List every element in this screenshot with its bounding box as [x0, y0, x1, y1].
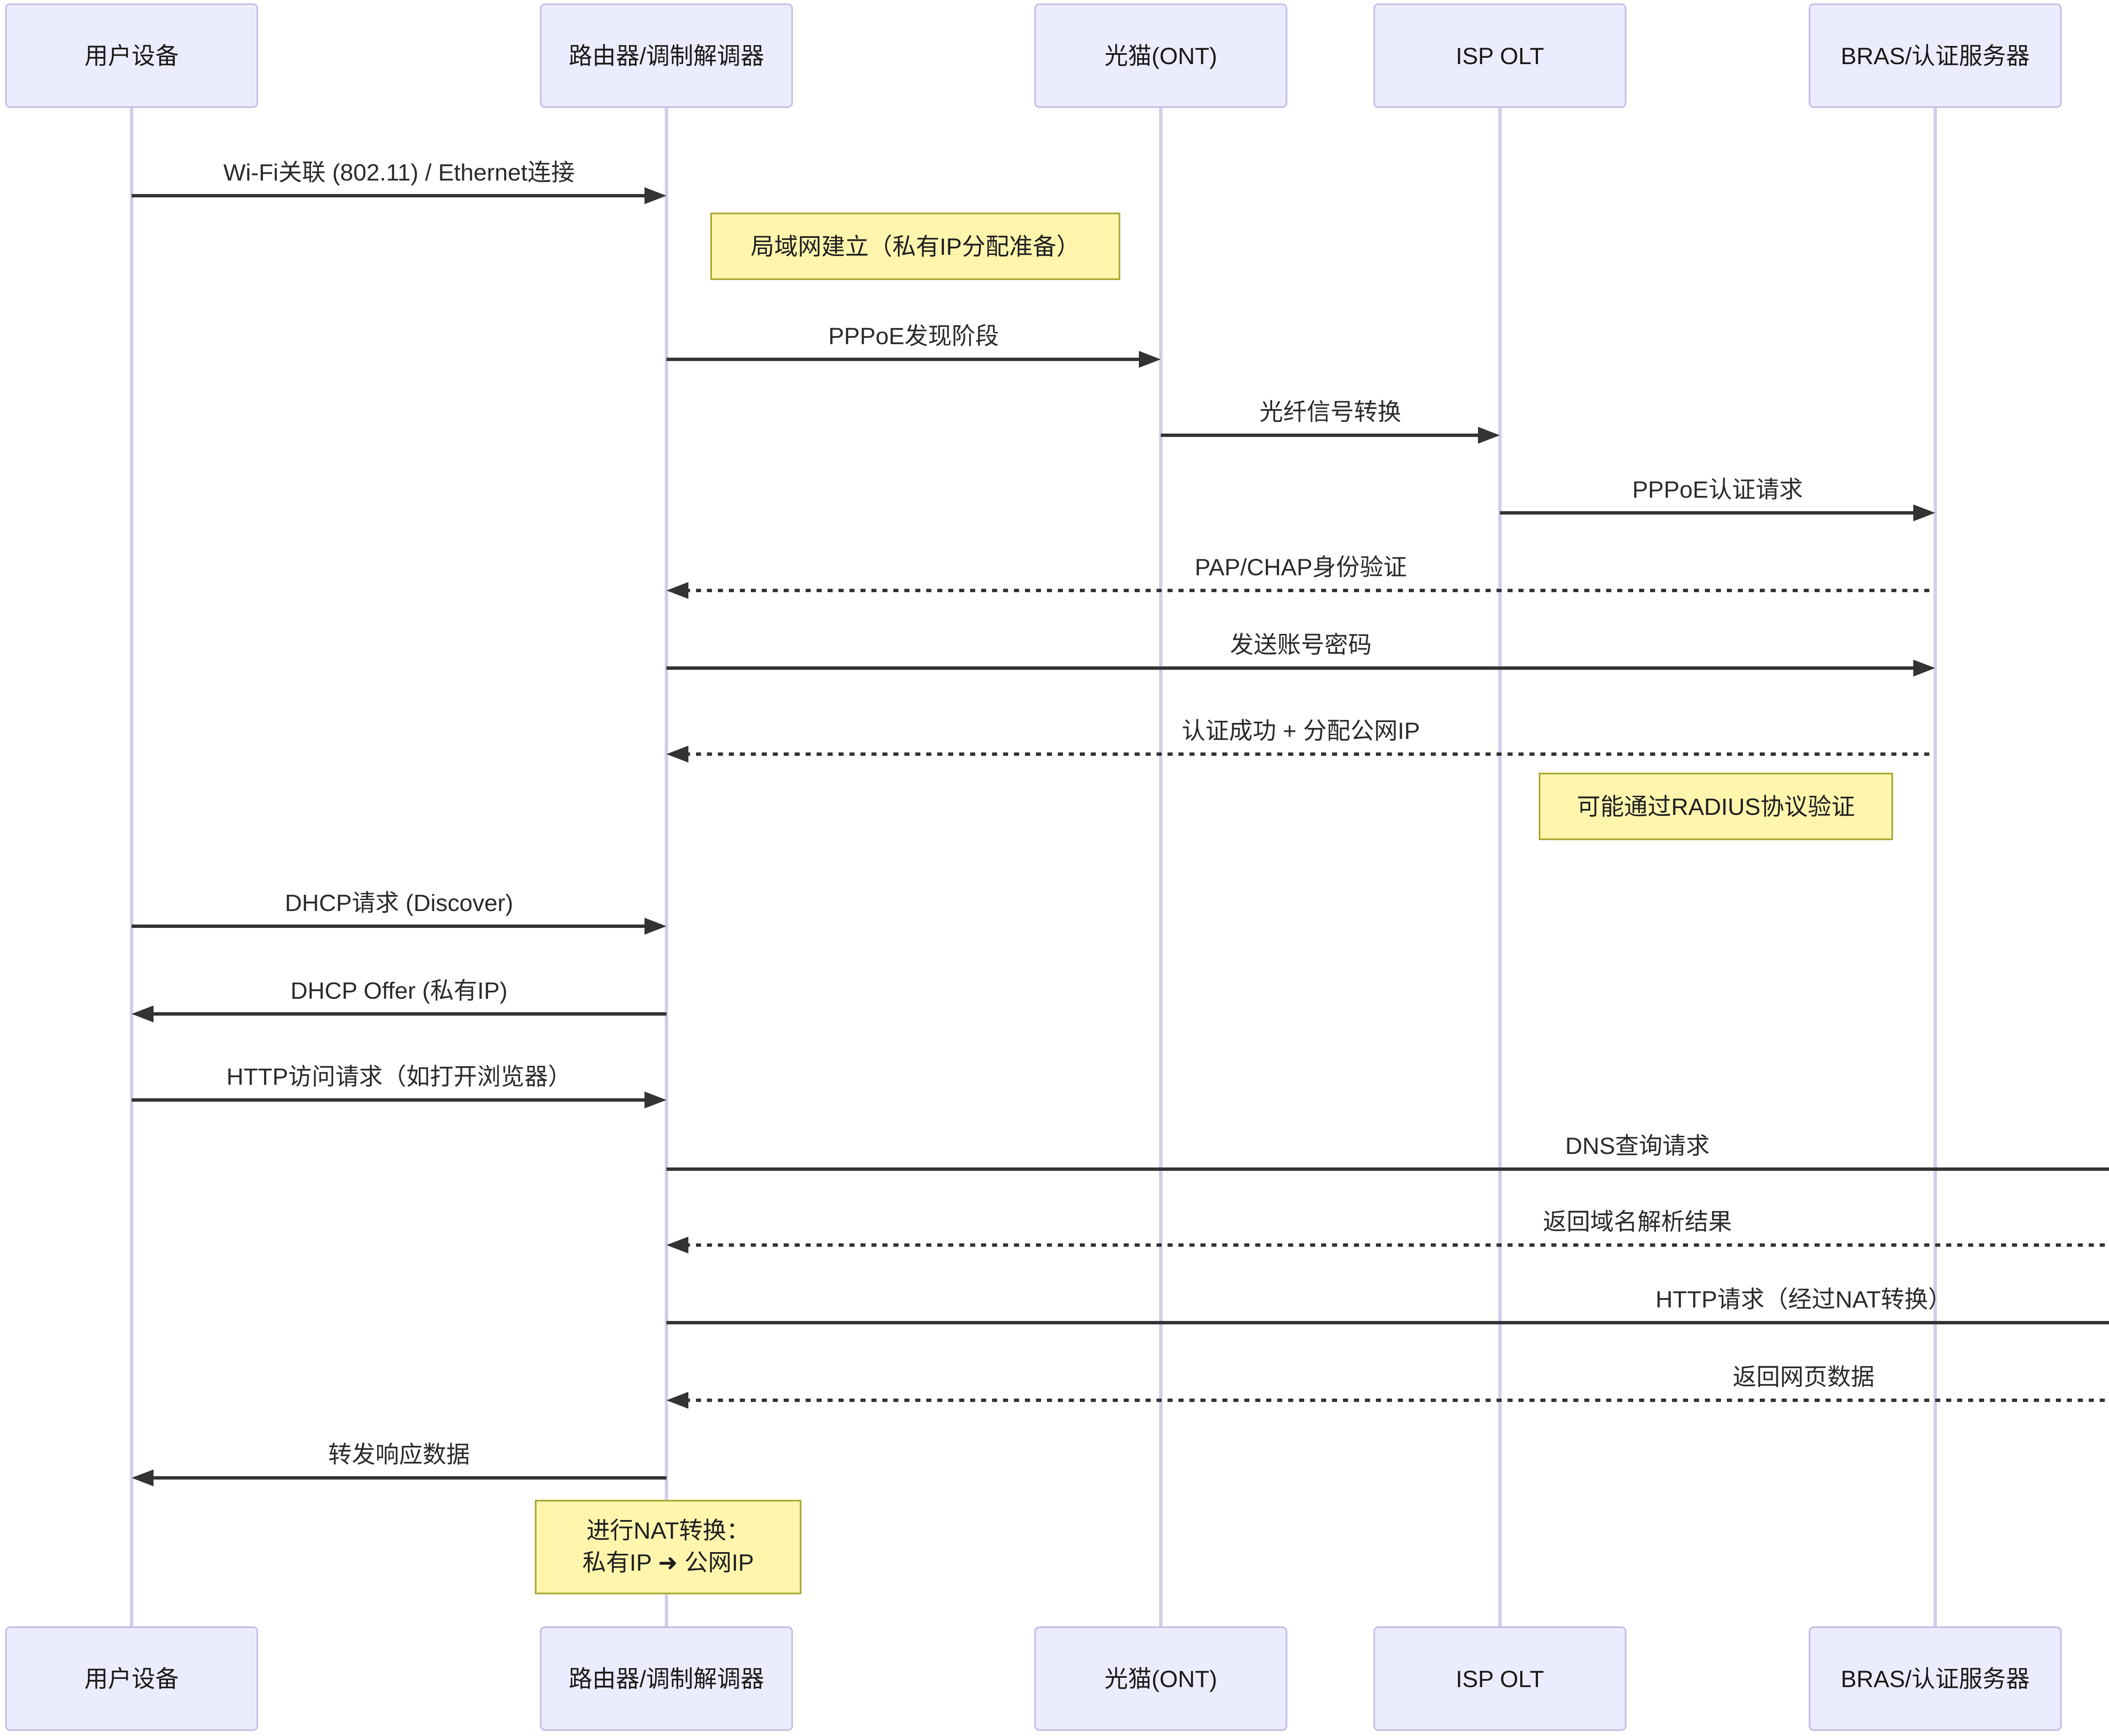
message-line-pppoe-auth-request	[1500, 511, 1917, 515]
actor-label-bras-auth-server: BRAS/认证服务器	[1840, 1665, 2030, 1692]
message-label-forward-response-data: 转发响应数据	[328, 1441, 470, 1468]
arrowhead-wifi-association	[645, 187, 666, 204]
message-line-wifi-association	[132, 194, 648, 197]
message-line-send-credentials	[666, 666, 1917, 670]
lifeline-router-modem	[665, 108, 668, 1626]
message-line-http-access-request	[132, 1098, 648, 1102]
actor-bottom-router-modem: 路由器/调制解调器	[540, 1626, 793, 1731]
message-label-send-credentials: 发送账号密码	[1230, 631, 1372, 658]
arrowhead-pap-chap-verification	[666, 582, 688, 599]
arrowhead-webpage-data-response	[666, 1392, 688, 1409]
message-label-dhcp-offer: DHCP Offer (私有IP)	[290, 977, 508, 1004]
actor-bottom-user-device: 用户设备	[5, 1626, 258, 1731]
message-line-pppoe-discovery	[666, 358, 1142, 361]
actor-label-user-device: 用户设备	[84, 42, 179, 69]
lifeline-isp-olt	[1498, 108, 1502, 1626]
message-label-auth-success-public-ip: 认证成功 + 分配公网IP	[1181, 717, 1420, 744]
actor-top-router-modem: 路由器/调制解调器	[540, 3, 793, 108]
actor-label-ont: 光猫(ONT)	[1104, 42, 1217, 69]
message-label-dns-response: 返回域名解析结果	[1543, 1208, 1732, 1235]
arrowhead-dns-response	[666, 1237, 688, 1253]
lifeline-user-device	[130, 108, 133, 1626]
lifeline-bras-auth-server	[1934, 108, 1937, 1626]
message-label-pppoe-discovery: PPPoE发现阶段	[828, 322, 999, 349]
message-label-dhcp-discover: DHCP请求 (Discover)	[285, 889, 513, 916]
message-line-dhcp-offer	[150, 1012, 666, 1016]
message-label-pppoe-auth-request: PPPoE认证请求	[1632, 476, 1803, 503]
message-label-fiber-signal-conversion: 光纤信号转换	[1259, 398, 1401, 425]
note-nat: 进行NAT转换： 私有IP ➜ 公网IP	[535, 1500, 801, 1594]
message-line-webpage-data-response	[685, 1399, 2109, 1402]
message-line-pap-chap-verification	[685, 589, 1935, 592]
actor-top-isp-olt: ISP OLT	[1373, 3, 1626, 108]
arrowhead-dhcp-offer	[132, 1005, 154, 1022]
arrowhead-forward-response-data	[132, 1469, 154, 1486]
actor-label-router-modem: 路由器/调制解调器	[569, 1665, 764, 1692]
actor-label-isp-olt: ISP OLT	[1456, 1665, 1544, 1692]
actor-top-bras-auth-server: BRAS/认证服务器	[1809, 3, 2062, 108]
actor-label-user-device: 用户设备	[84, 1665, 179, 1692]
note-radius-line-1: 可能通过RADIUS协议验证	[1577, 792, 1855, 819]
arrowhead-auth-success-public-ip	[666, 746, 688, 763]
actor-label-router-modem: 路由器/调制解调器	[569, 42, 764, 69]
message-label-webpage-data-response: 返回网页数据	[1733, 1363, 1874, 1390]
actor-label-isp-olt: ISP OLT	[1456, 42, 1544, 69]
note-nat-line-1: 进行NAT转换：	[586, 1517, 750, 1544]
actor-label-ont: 光猫(ONT)	[1104, 1665, 1217, 1692]
message-line-dhcp-discover	[132, 925, 648, 928]
message-label-pap-chap-verification: PAP/CHAP身份验证	[1195, 553, 1407, 580]
message-line-auth-success-public-ip	[685, 752, 1935, 756]
note-lan-established-line-1: 局域网建立（私有IP分配准备）	[750, 232, 1080, 259]
arrowhead-pppoe-auth-request	[1913, 504, 1935, 521]
message-label-http-request-nat: HTTP请求（经过NAT转换）	[1655, 1286, 1952, 1313]
note-nat-line-2: 私有IP ➜ 公网IP	[582, 1549, 754, 1576]
actor-top-ont: 光猫(ONT)	[1034, 3, 1287, 108]
arrowhead-send-credentials	[1913, 660, 1935, 677]
lifeline-ont	[1159, 108, 1162, 1626]
message-line-http-request-nat	[666, 1321, 2109, 1324]
message-label-http-access-request: HTTP访问请求（如打开浏览器）	[226, 1063, 572, 1090]
message-label-wifi-association: Wi-Fi关联 (802.11) / Ethernet连接	[223, 159, 575, 186]
message-line-dns-response	[685, 1243, 2109, 1247]
message-line-dns-query	[666, 1167, 2109, 1171]
note-lan-established: 局域网建立（私有IP分配准备）	[710, 213, 1120, 280]
actor-bottom-bras-auth-server: BRAS/认证服务器	[1809, 1626, 2062, 1731]
message-line-fiber-signal-conversion	[1161, 434, 1481, 437]
actor-top-user-device: 用户设备	[5, 3, 258, 108]
note-radius: 可能通过RADIUS协议验证	[1539, 773, 1893, 840]
arrowhead-dhcp-discover	[645, 918, 666, 935]
actor-bottom-ont: 光猫(ONT)	[1034, 1626, 1287, 1731]
arrowhead-pppoe-discovery	[1139, 351, 1161, 368]
message-line-forward-response-data	[150, 1476, 666, 1480]
arrowhead-http-access-request	[645, 1092, 666, 1108]
actor-bottom-isp-olt: ISP OLT	[1373, 1626, 1626, 1731]
arrowhead-fiber-signal-conversion	[1478, 427, 1500, 444]
actor-label-bras-auth-server: BRAS/认证服务器	[1840, 42, 2030, 69]
message-label-dns-query: DNS查询请求	[1565, 1132, 1710, 1159]
